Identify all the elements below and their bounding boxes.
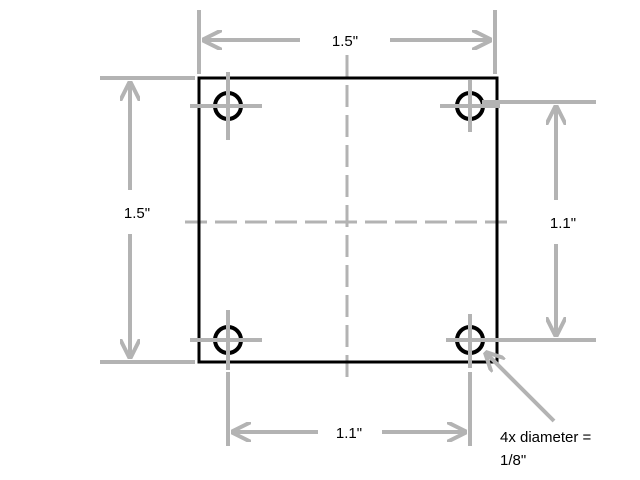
hole-top-left (190, 72, 262, 140)
right-hole-spacing-dimension: 1.1" (482, 100, 596, 342)
plate-outline (197, 76, 499, 364)
bottom-hole-spacing-dimension: 1.1" (226, 372, 472, 446)
left-height-dimension: 1.5" (100, 76, 195, 364)
hole-note-line1: 4x diameter = (500, 429, 592, 446)
right-hole-spacing-label: 1.1" (550, 215, 576, 232)
hole-note-line2: 1/8" (500, 452, 526, 469)
hole-top-right (440, 80, 500, 132)
hole-note-leader (486, 353, 556, 423)
left-height-label: 1.5" (124, 205, 150, 222)
top-width-label: 1.5" (332, 33, 358, 50)
top-width-dimension: 1.5" (197, 10, 497, 74)
hole-bottom-left (190, 310, 262, 370)
bottom-hole-spacing-label: 1.1" (336, 425, 362, 442)
